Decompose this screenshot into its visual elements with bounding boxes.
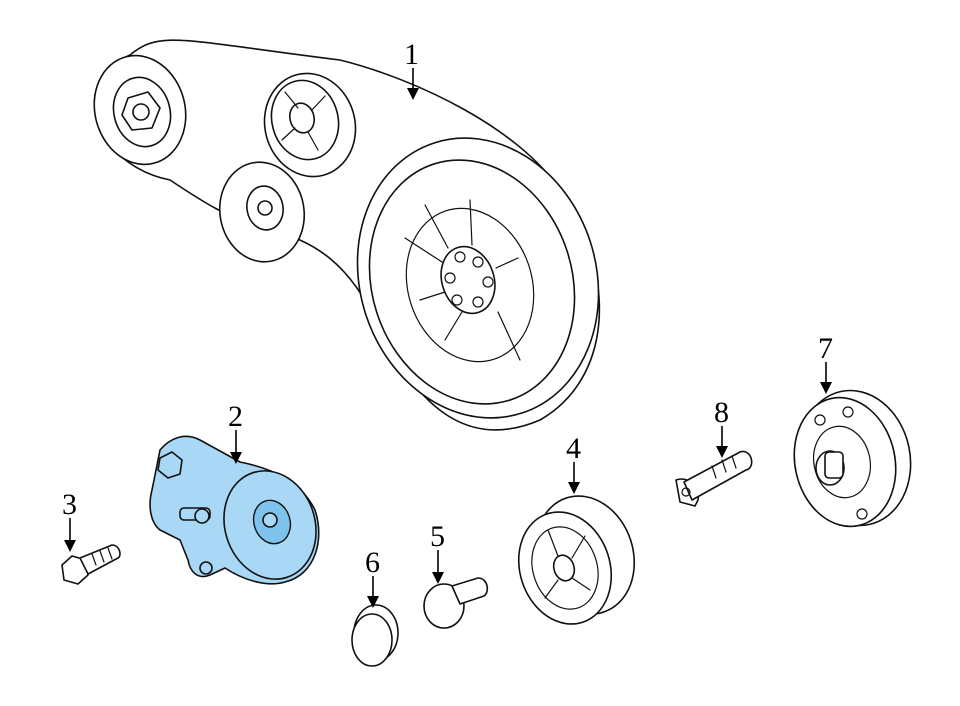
callout-3: 3 [62,488,77,552]
callout-4: 4 [566,432,581,494]
callout-label-2: 2 [228,400,243,433]
belt-part-1[interactable] [82,39,634,449]
callout-5: 5 [430,520,445,584]
callout-8: 8 [714,396,729,458]
callout-1: 1 [404,38,419,100]
callout-label-8: 8 [714,396,729,429]
callout-7: 7 [818,332,833,394]
callout-label-3: 3 [62,488,77,521]
pulley-part-7[interactable] [783,380,923,536]
idler-pulley-part-4[interactable] [505,483,650,636]
callout-6: 6 [365,546,380,608]
callout-label-4: 4 [566,432,581,465]
callout-label-5: 5 [430,520,445,553]
callout-label-6: 6 [365,546,380,579]
tensioner-part-2[interactable] [149,435,330,591]
bolt-part-8[interactable] [675,450,753,507]
callout-label-1: 1 [404,38,419,71]
bolt-part-3[interactable] [61,544,121,585]
callout-2: 2 [228,400,243,464]
bolt-part-5[interactable] [423,577,489,629]
callout-label-7: 7 [818,332,833,365]
cap-part-6[interactable] [351,604,399,667]
